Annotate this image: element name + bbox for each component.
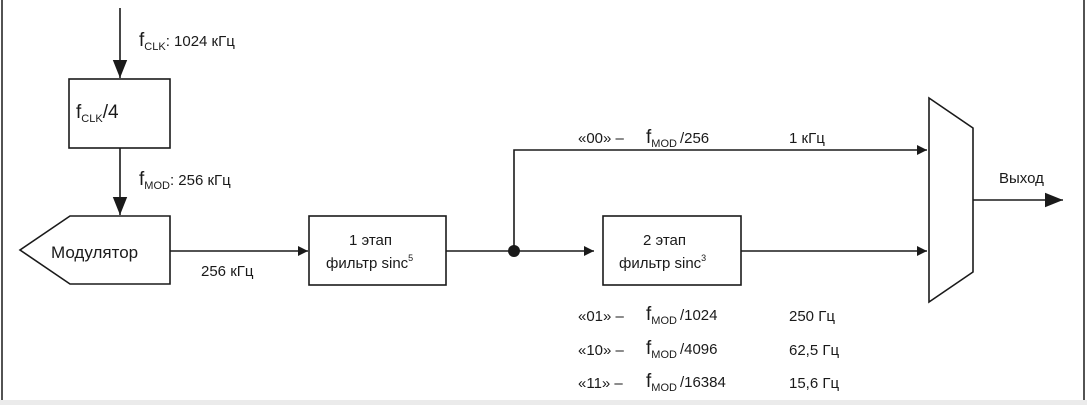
output-label: Выход bbox=[999, 170, 1044, 187]
divider-label: fCLK/4 bbox=[76, 102, 119, 125]
divider-block bbox=[68, 78, 171, 149]
rate-f-symbol: f bbox=[646, 338, 652, 359]
fmod-value: : 256 кГц bbox=[169, 172, 231, 189]
rate-frequency: 250 Гц bbox=[789, 308, 835, 325]
multiplexer-block bbox=[928, 96, 974, 304]
fmod-f-symbol: f bbox=[139, 169, 145, 190]
stage2-filter-order: 3 bbox=[701, 253, 707, 263]
rate-divider: fMOD/4096 bbox=[646, 338, 718, 361]
modulator-output-rate: 256 кГц bbox=[201, 263, 254, 280]
stage1-title: 1 этап bbox=[349, 232, 393, 249]
divider-f-subscript: CLK bbox=[81, 113, 103, 125]
clock-input-value: : 1024 кГц bbox=[165, 33, 235, 50]
divider-f-symbol: f bbox=[76, 102, 82, 123]
rate-frequency: 15,6 Гц bbox=[789, 375, 840, 392]
divider-ratio: /4 bbox=[102, 102, 119, 123]
bottom-divider-band bbox=[0, 400, 1087, 405]
rate-divider: fMOD/1024 bbox=[646, 304, 718, 327]
fmod-label: fMOD: 256 кГц bbox=[139, 169, 231, 192]
stage1-filter-block bbox=[308, 215, 447, 286]
stage1-filter-order: 5 bbox=[408, 253, 414, 263]
rate-f-divisor: /1024 bbox=[679, 307, 718, 324]
rate-f-symbol: f bbox=[646, 127, 652, 148]
rate-f-divisor: /4096 bbox=[679, 341, 718, 358]
rate-frequency: 1 кГц bbox=[789, 130, 825, 147]
rate-code: «00» – bbox=[578, 130, 624, 147]
rate-divider: fMOD/256 bbox=[646, 127, 710, 150]
modulator-label: Модулятор bbox=[51, 243, 139, 262]
rate-f-divisor: /256 bbox=[679, 130, 710, 147]
rate-f-subscript: MOD bbox=[651, 138, 677, 150]
stage2-filter-name: фильтр sinc bbox=[619, 255, 702, 272]
stage2-title: 2 этап bbox=[643, 232, 687, 249]
rate-frequency: 62,5 Гц bbox=[789, 342, 840, 359]
bypass-path-arrow bbox=[513, 145, 927, 251]
rate-code: «10» – bbox=[578, 342, 624, 359]
rate-f-subscript: MOD bbox=[651, 382, 677, 394]
rate-f-subscript: MOD bbox=[651, 315, 677, 327]
rate-code: «01» – bbox=[578, 308, 624, 325]
clock-f-symbol: f bbox=[139, 30, 145, 51]
clock-input-label: fCLK: 1024 кГц bbox=[139, 30, 235, 53]
rate-f-subscript: MOD bbox=[651, 349, 677, 361]
fmod-f-subscript: MOD bbox=[144, 180, 170, 192]
stage2-filter-block bbox=[602, 215, 742, 286]
clock-f-subscript: CLK bbox=[144, 41, 166, 53]
stage2-filter-type: фильтр sinc3 bbox=[619, 253, 707, 272]
stage1-filter-type: фильтр sinc5 bbox=[326, 253, 414, 272]
rate-f-symbol: f bbox=[646, 371, 652, 392]
rate-divider: fMOD/16384 bbox=[646, 371, 726, 394]
rate-code: «11» – bbox=[578, 375, 623, 392]
rate-f-divisor: /16384 bbox=[679, 374, 726, 391]
stage1-filter-name: фильтр sinc bbox=[326, 255, 409, 272]
modulator-block bbox=[18, 215, 171, 285]
rate-f-symbol: f bbox=[646, 304, 652, 325]
